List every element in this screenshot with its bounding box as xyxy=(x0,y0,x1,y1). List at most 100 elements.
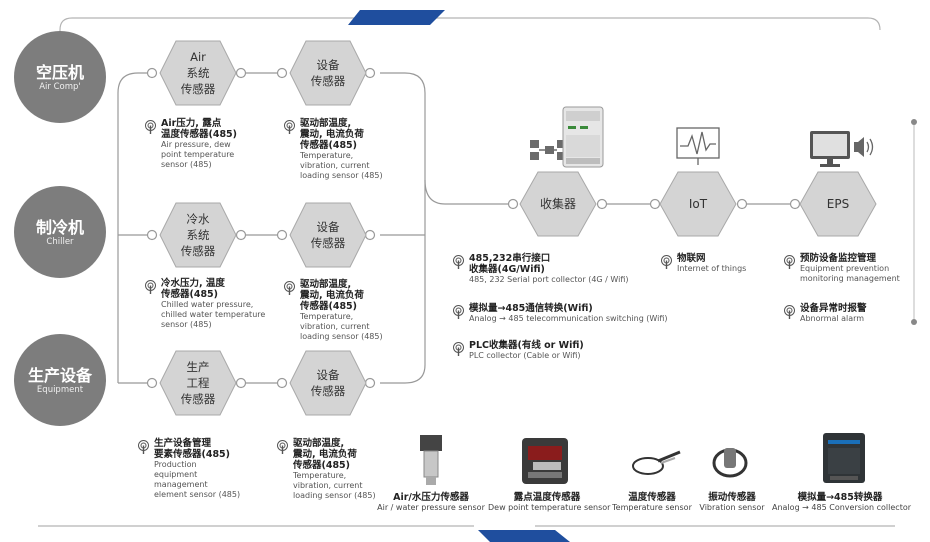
hex-label-line: 传感器 xyxy=(310,74,346,88)
info-en-line: sensor (485) xyxy=(161,320,212,329)
info-zh-line: 震动, 电流负荷 xyxy=(300,129,364,140)
hex-equipment-sensor-1 xyxy=(289,40,367,106)
info-en-line: monitoring management xyxy=(800,274,900,283)
sensor-info-equipment-2: 驱动部温度, 震动, 电流负荷 传感器(485) Temperature, vi… xyxy=(283,279,413,349)
accent-bar-top xyxy=(348,10,445,25)
product-title: 温度传感器 xyxy=(628,492,676,503)
hex-label-line: 传感器 xyxy=(180,82,216,96)
touch-icon xyxy=(284,120,295,134)
source-label-chiller: 制冷机 Chiller xyxy=(15,219,105,248)
waveform-monitor-icon xyxy=(676,127,720,165)
right-divider-dot xyxy=(911,319,917,325)
analog-converter-image xyxy=(823,433,865,483)
source-title: 空压机 xyxy=(35,63,84,82)
accent-bar-bottom xyxy=(478,530,570,542)
source-title: 生产设备 xyxy=(27,366,92,385)
info-zh-line: 驱动部温度, xyxy=(300,279,352,290)
pressure-sensor-image xyxy=(420,435,442,485)
dew-point-sensor-image xyxy=(522,438,568,484)
touch-icon xyxy=(784,255,795,269)
frame-top-line xyxy=(59,17,370,55)
hex-label-collector: 收集器 xyxy=(521,196,595,212)
sensor-info-air: Air压力, 露点 温度传感器(485) Air pressure, dew p… xyxy=(144,118,274,178)
hex-eps xyxy=(799,171,877,237)
hex-label-line: 生产 xyxy=(186,360,210,374)
info-zh-line: 设备异常时报警 xyxy=(800,303,867,314)
collector-device-image xyxy=(562,106,604,168)
touch-icon xyxy=(453,255,464,269)
product-subtitle: Analog → 485 Conversion collector xyxy=(772,503,912,512)
info-zh-line: 震动, 电流负荷 xyxy=(293,449,357,460)
touch-icon xyxy=(453,342,464,356)
info-zh-line: 传感器(485) xyxy=(300,301,358,312)
info-zh-line: 传感器(485) xyxy=(300,140,358,151)
hex-label-iot: IoT xyxy=(661,196,735,212)
info-zh-line: 物联网 xyxy=(677,253,706,264)
info-en-line: vibration, current xyxy=(293,481,363,490)
collector-info-analog: 模拟量→485通信转换(Wifi) Analog → 485 telecommu… xyxy=(452,303,682,329)
eps-info-monitoring: 预防设备监控管理 Equipment prevention monitoring… xyxy=(783,253,913,293)
left-bus xyxy=(117,72,152,383)
hex-label-equipment-3: 设备 传感器 xyxy=(291,367,365,399)
product-caption-temperature: 温度传感器 Temperature sensor xyxy=(610,489,694,512)
right-bus xyxy=(380,72,426,384)
hex-label-line: IoT xyxy=(688,197,708,211)
info-en-line: element sensor (485) xyxy=(154,490,241,499)
info-en-line: Temperature, xyxy=(293,471,347,480)
info-zh-line: PLC收集器(有线 or Wifi) xyxy=(469,340,584,351)
hex-label-line: 传感器 xyxy=(180,392,216,406)
product-title: 露点温度传感器 xyxy=(513,492,581,503)
info-en-line: Chilled water pressure, xyxy=(161,300,254,309)
hex-label-production: 生产 工程 传感器 xyxy=(161,359,235,407)
vibration-sensor-image xyxy=(712,448,748,478)
info-zh-line: 传感器(485) xyxy=(293,460,351,471)
temperature-sensor-image xyxy=(632,450,681,475)
info-en-line: loading sensor (485) xyxy=(300,332,383,341)
hex-label-equipment-1: 设备 传感器 xyxy=(291,57,365,89)
source-subtitle: Equipment xyxy=(36,385,84,395)
sensor-info-chilled-water: 冷水压力, 温度 传感器(485) Chilled water pressure… xyxy=(144,278,284,338)
hex-equipment-sensor-3 xyxy=(289,350,367,416)
source-subtitle: Chiller xyxy=(46,237,74,247)
source-circle-equipment xyxy=(14,334,106,426)
info-en-line: Air pressure, dew xyxy=(161,140,231,149)
hex-label-line: Air xyxy=(190,50,206,64)
hex-label-line: 传感器 xyxy=(310,236,346,250)
sensor-info-equipment-1: 驱动部温度, 震动, 电流负荷 传感器(485) Temperature, vi… xyxy=(283,118,413,188)
hex-label-line: 设备 xyxy=(316,368,340,382)
hex-label-chilled-water: 冷水 系统 传感器 xyxy=(161,211,235,259)
info-en-line: chilled water temperature xyxy=(161,310,266,319)
product-subtitle: Air / water pressure sensor xyxy=(377,503,485,512)
info-en-line: Production xyxy=(154,460,197,469)
hex-equipment-sensor-2 xyxy=(289,202,367,268)
connector-dots xyxy=(146,67,801,389)
hex-label-line: 收集器 xyxy=(539,197,576,211)
source-circle-chiller xyxy=(14,186,106,278)
source-subtitle: Air Comp' xyxy=(39,82,81,92)
hex-label-line: EPS xyxy=(826,197,850,211)
source-circle-air-comp xyxy=(14,31,106,123)
hex-label-line: 冷水 xyxy=(186,212,210,226)
hex-label-line: 传感器 xyxy=(180,244,216,258)
info-en-line: equipment xyxy=(154,470,198,479)
touch-icon xyxy=(138,440,149,454)
touch-icon xyxy=(661,255,672,269)
product-caption-dew-point: 露点温度传感器 Dew point temperature sensor xyxy=(488,489,610,512)
sensor-info-production: 生产设备管理 要素传感器(485) Production equipment m… xyxy=(137,438,267,508)
touch-icon xyxy=(277,440,288,454)
info-en-line: vibration, current xyxy=(300,322,370,331)
hex-label-line: 传感器 xyxy=(310,384,346,398)
info-en-line: management xyxy=(154,480,208,489)
info-zh-line: 模拟量→485通信转换(Wifi) xyxy=(469,303,593,314)
info-zh-line: 预防设备监控管理 xyxy=(800,253,877,264)
info-en-line: loading sensor (485) xyxy=(300,171,383,180)
info-en-line: Abnormal alarm xyxy=(800,314,865,323)
touch-icon xyxy=(284,281,295,295)
info-en-line: Internet of things xyxy=(677,264,747,273)
source-label-air-comp: 空压机 Air Comp' xyxy=(15,64,105,93)
info-zh-line: 震动, 电流负荷 xyxy=(300,290,364,301)
iot-info: 物联网 Internet of things xyxy=(660,253,770,279)
info-en-line: Equipment prevention xyxy=(800,264,890,273)
hex-production-sensor xyxy=(159,350,237,416)
source-title: 制冷机 xyxy=(35,218,84,237)
